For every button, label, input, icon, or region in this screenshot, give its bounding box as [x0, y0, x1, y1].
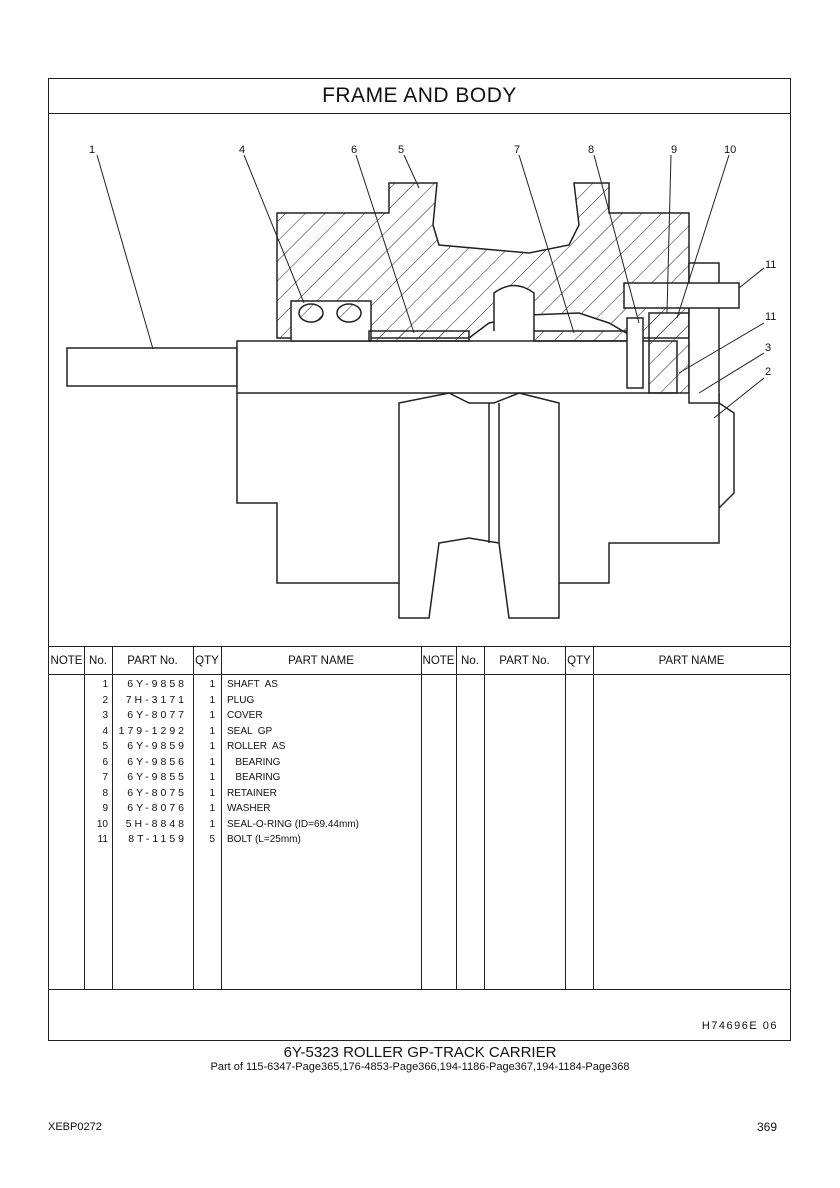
cell-no: 9	[102, 803, 108, 814]
footer-row: H74696E 06	[49, 989, 790, 1041]
divider	[421, 647, 422, 990]
callout-11-lower: 11	[765, 311, 776, 323]
cell-qty: 1	[209, 725, 215, 737]
cell-name: SHAFT AS	[227, 679, 278, 690]
cell-name: COVER	[227, 710, 263, 721]
cell-name: ROLLER AS	[227, 741, 286, 752]
cell-part-no: 7H-3171	[125, 693, 187, 706]
cell-part-no: 6Y-9856	[127, 755, 187, 768]
cell-qty: 1	[209, 694, 215, 706]
cell-no: 1	[102, 679, 108, 690]
cell-name: BEARING	[227, 756, 281, 768]
section-title: FRAME AND BODY	[49, 79, 790, 114]
cell-no: 10	[96, 818, 108, 830]
cell-qty: 1	[209, 818, 215, 830]
divider	[484, 647, 485, 990]
divider	[112, 647, 113, 990]
callout-3: 3	[765, 342, 771, 354]
cell-no: 3	[102, 710, 108, 721]
header-no-2: No.	[456, 647, 484, 675]
cell-no: 8	[102, 787, 108, 799]
cell-no: 2	[102, 694, 108, 706]
cell-qty: 1	[209, 679, 215, 690]
callout-4: 4	[239, 144, 245, 156]
cell-part-no: 6Y-8075	[127, 786, 187, 799]
cell-name: RETAINER	[227, 787, 277, 799]
header-part-no: PART No.	[112, 647, 193, 675]
header-part-no-2: PART No.	[484, 647, 565, 675]
cell-no: 5	[102, 741, 108, 752]
cell-qty: 1	[209, 787, 215, 799]
divider	[221, 647, 222, 990]
cell-qty: 1	[209, 741, 215, 752]
callout-6: 6	[351, 144, 357, 156]
cell-name: WASHER	[227, 803, 271, 814]
cell-qty: 5	[209, 834, 215, 845]
cell-qty: 1	[209, 772, 215, 783]
callout-2: 2	[765, 366, 771, 378]
roller-cross-section: 1 4 6 5 7 8 9 10 11 11 3 2	[66, 144, 776, 619]
cell-no: 7	[102, 772, 108, 783]
cell-part-no: 6Y-9858	[127, 678, 187, 690]
cell-part-no: 6Y-8076	[127, 802, 187, 814]
publication-code: XEBP0272	[48, 1121, 102, 1133]
header-note: NOTE	[49, 647, 84, 675]
header-no: No.	[84, 647, 112, 675]
header-qty-2: QTY	[565, 647, 593, 675]
callout-5: 5	[398, 144, 404, 156]
cell-name: SEAL GP	[227, 725, 273, 737]
cell-part-no: 6Y-8077	[127, 709, 187, 721]
divider	[84, 647, 85, 990]
divider	[565, 647, 566, 990]
cell-name: SEAL-O-RING (ID=69.44mm)	[227, 818, 359, 830]
assembly-subtitle: Part of 115-6347-Page365,176-4853-Page36…	[210, 1061, 630, 1073]
cell-part-no: 179-1292	[118, 724, 187, 737]
page-number: 369	[757, 1120, 778, 1134]
callout-11-top: 11	[765, 259, 776, 271]
callout-1: 1	[89, 144, 95, 156]
callout-10: 10	[724, 144, 736, 156]
cell-part-no: 6Y-9859	[127, 740, 187, 752]
cell-no: 6	[102, 756, 108, 768]
exploded-drawing: 1 4 6 5 7 8 9 10 11 11 3 2	[49, 113, 790, 646]
callout-7: 7	[514, 144, 520, 156]
cell-qty: 1	[209, 756, 215, 768]
cell-part-no: 8T-1159	[128, 833, 187, 845]
cell-name: PLUG	[227, 694, 255, 706]
cell-name: BOLT (L=25mm)	[227, 834, 301, 845]
callout-8: 8	[588, 144, 594, 156]
cell-part-no: 6Y-9855	[127, 771, 187, 783]
parts-frame: FRAME AND BODY 1 4 6	[48, 78, 791, 1041]
cell-no: 4	[102, 725, 108, 737]
header-part-name-2: PART NAME	[593, 647, 790, 675]
cell-part-no: 5H-8848	[125, 817, 187, 830]
cell-qty: 1	[209, 803, 215, 814]
divider	[193, 647, 194, 990]
divider	[456, 647, 457, 990]
header-part-name: PART NAME	[221, 647, 421, 675]
cell-qty: 1	[209, 710, 215, 721]
parts-table: NOTE No. PART No. QTY PART NAME NOTE No.…	[49, 646, 790, 990]
assembly-title: 6Y-5323 ROLLER GP-TRACK CARRIER	[283, 1044, 557, 1061]
header-qty: QTY	[193, 647, 221, 675]
header-note-2: NOTE	[421, 647, 456, 675]
divider	[593, 647, 594, 990]
drawing-reference: H74696E 06	[701, 1020, 778, 1032]
cell-no: 11	[97, 834, 108, 845]
cell-name: BEARING	[227, 772, 281, 783]
callout-9: 9	[671, 144, 677, 156]
